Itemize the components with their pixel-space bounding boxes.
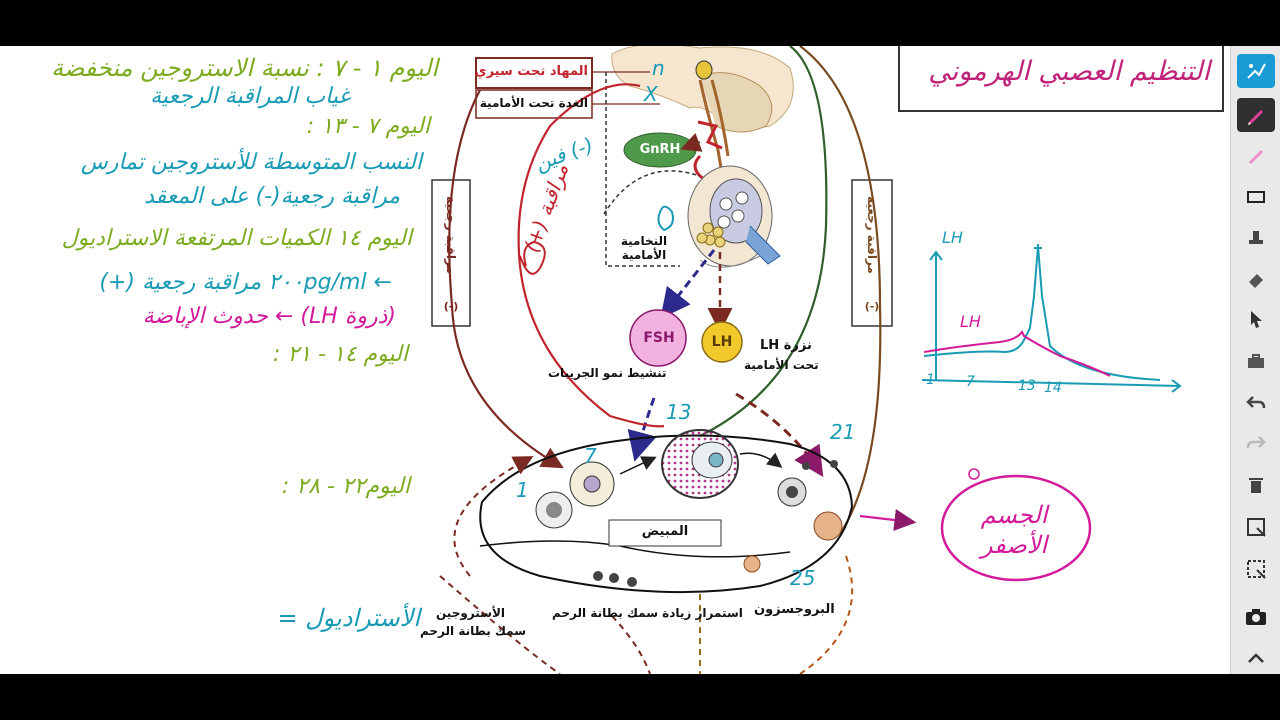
stamp-tool-icon[interactable] bbox=[1237, 220, 1275, 254]
pointer-tool-icon[interactable] bbox=[1237, 302, 1275, 336]
redo-icon[interactable] bbox=[1237, 426, 1275, 460]
eraser-tool-icon[interactable] bbox=[1237, 262, 1275, 296]
right-feedback-box: مراقبة رجعية (-) bbox=[852, 180, 892, 326]
fsh-label: FSH bbox=[643, 330, 675, 346]
note-estradiol: الأستراديول = bbox=[277, 604, 420, 632]
undo-icon[interactable] bbox=[1237, 386, 1275, 420]
rectangle-tool-icon[interactable] bbox=[1237, 180, 1275, 214]
page-title: التنظيم العصبي الهرموني bbox=[928, 56, 1210, 87]
whiteboard-canvas[interactable]: التنظيم العصبي الهرموني اليوم ١ - ٧ : نس… bbox=[0, 46, 1230, 674]
note-day-1-7: اليوم ١ - ٧ : نسبة الاستروجين منخفضة bbox=[51, 54, 438, 82]
trash-icon[interactable] bbox=[1237, 468, 1275, 502]
note-lh-peak: (ذروة LH) ← حدوث الإباضة bbox=[142, 304, 396, 329]
day-25-mark: 25 bbox=[790, 566, 816, 590]
fsh-effect-label: تنشيط نمو الجريبات bbox=[548, 366, 667, 380]
estrogen-label: الأستروجين bbox=[436, 606, 506, 620]
mark-n: n bbox=[652, 56, 665, 80]
note-medium-ratio: النسب المتوسطة للأستروجين تمارس bbox=[80, 150, 422, 175]
day-13-mark: 13 bbox=[666, 400, 692, 424]
graph-tick-13: 13 bbox=[1018, 378, 1036, 394]
left-feedback-box: مراقبة رجعية (-) bbox=[432, 180, 470, 326]
toolbox-icon[interactable] bbox=[1237, 344, 1275, 378]
progesterone-label: البروجسزون bbox=[754, 602, 835, 617]
gnrh-label: GnRH bbox=[639, 142, 681, 157]
note-day-7-13: اليوم ٧ - ١٣ : bbox=[306, 114, 430, 139]
lh-graph bbox=[921, 244, 1182, 393]
right-feedback-sign: (-) bbox=[864, 300, 880, 313]
lh-peak-sub: تحت الأمامية bbox=[744, 358, 819, 372]
graph-tick-14: 14 bbox=[1044, 380, 1062, 396]
pituitary-gland bbox=[687, 165, 781, 268]
mark-x: X bbox=[644, 82, 658, 106]
corpus-luteum-label: الجسم الأصفر bbox=[980, 501, 1048, 559]
collapse-toolbar-icon[interactable] bbox=[1237, 642, 1275, 676]
day-21-mark: 21 bbox=[830, 420, 856, 444]
note-positive-feedback: ← ٢٠٠pg/ml مراقبة رجعية (+) bbox=[99, 270, 392, 295]
screenshot-icon[interactable] bbox=[1237, 510, 1275, 544]
pen-logo-icon[interactable] bbox=[1237, 54, 1275, 88]
graph-y-label: LH bbox=[942, 228, 963, 247]
lh-label: LH bbox=[711, 334, 733, 350]
graph-series-label: LH bbox=[960, 312, 981, 331]
graph-tick-7: 7 bbox=[966, 374, 975, 390]
hormonal-regulation-diagram bbox=[431, 46, 1182, 674]
pituitary-label: الغدة تحت الأمامية bbox=[479, 96, 588, 110]
top-letterbox bbox=[0, 0, 1280, 46]
note-negative-feedback: مراقبة رجعية(-) على المعقد bbox=[144, 184, 400, 209]
camera-icon[interactable] bbox=[1237, 600, 1275, 634]
capture-icon[interactable] bbox=[1237, 552, 1275, 586]
left-feedback-sign: (-) bbox=[443, 300, 459, 313]
ovary-illustration bbox=[479, 429, 854, 594]
lh-peak-label: نزرة LH bbox=[760, 338, 812, 353]
note-absent-feedback: غياب المراقبة الرجعية bbox=[150, 84, 350, 109]
day-7-mark: 7 bbox=[584, 444, 597, 468]
anterior-pituitary-label: النخامية الأمامية bbox=[620, 234, 668, 262]
note-day-14: اليوم ١٤ الكميات المرتفعة الاستراديول bbox=[61, 226, 412, 251]
title-box: التنظيم العصبي الهرموني bbox=[898, 46, 1224, 112]
note-day-14-21: اليوم ١٤ - ٢١ : bbox=[272, 342, 408, 367]
pen-tool-icon[interactable] bbox=[1237, 98, 1275, 132]
bottom-letterbox bbox=[0, 674, 1280, 720]
continued-thickening-label: استمرار زيادة سمك بطانة الرحم bbox=[552, 606, 743, 620]
graph-tick-1: 1 bbox=[926, 372, 935, 388]
hypothalamus-label: المهاد تحت سيري bbox=[474, 64, 588, 79]
ovary-label: المبيض bbox=[641, 524, 689, 539]
estrogen-effect-label: سمك بطانة الرحم bbox=[420, 624, 527, 638]
note-day-22-28: اليوم٢٢ - ٢٨ : bbox=[281, 474, 410, 499]
right-feedback-label: مراقبة رجعية bbox=[865, 196, 879, 274]
day-1-mark: 1 bbox=[516, 478, 529, 502]
left-feedback-label: مراقبة رجعية bbox=[444, 196, 458, 274]
drawing-toolbar bbox=[1230, 46, 1280, 674]
highlighter-tool-icon[interactable] bbox=[1237, 138, 1275, 172]
